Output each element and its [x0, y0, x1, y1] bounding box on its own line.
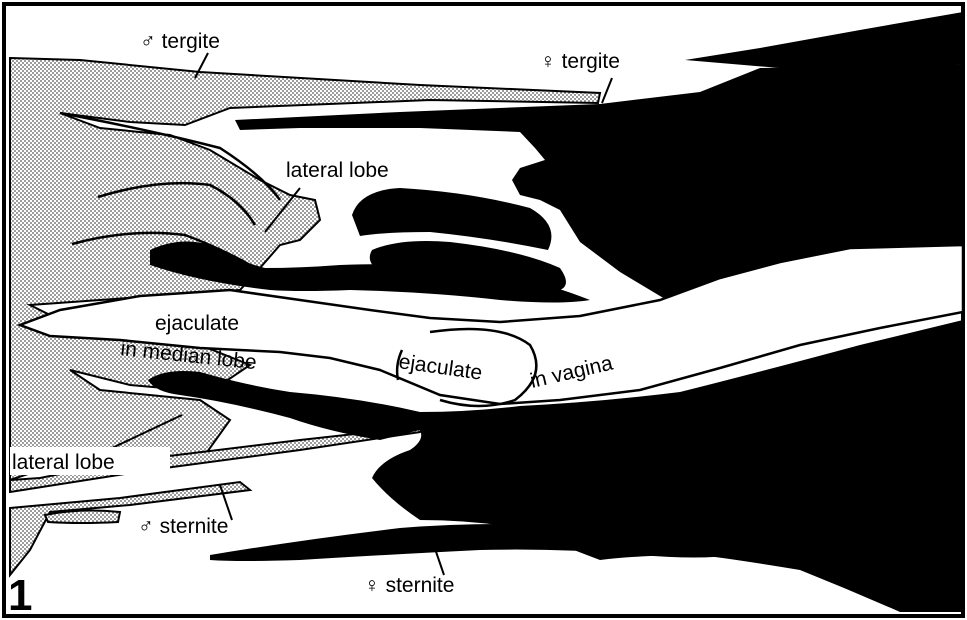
- figure-number: 1: [8, 571, 32, 620]
- label-male-sternite: ♂ sternite: [138, 515, 228, 538]
- label-lateral-lobe-lower: lateral lobe: [12, 451, 115, 474]
- female-tergite-upper: [685, 12, 963, 70]
- label-female-sternite: ♀ sternite: [364, 574, 454, 597]
- label-ejaculate-median-1: ejaculate: [155, 312, 239, 335]
- label-male-tergite: ♂ tergite: [140, 30, 220, 53]
- female-inner-lobe-1: [352, 188, 551, 250]
- male-sternite-tip: [45, 511, 120, 523]
- label-female-tergite: ♀ tergite: [540, 50, 620, 73]
- label-lateral-lobe-upper: lateral lobe: [286, 159, 389, 182]
- leader-female-tergite: [602, 78, 612, 103]
